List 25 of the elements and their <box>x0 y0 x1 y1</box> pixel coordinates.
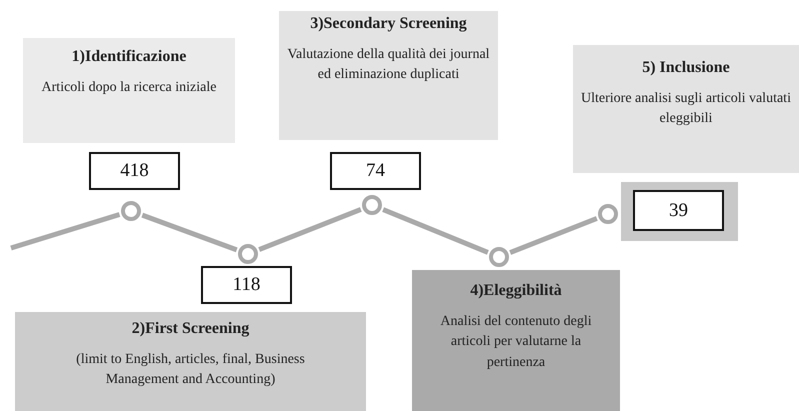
step-card <box>279 11 498 140</box>
count-box: 418 <box>89 152 180 190</box>
step-card <box>573 45 799 173</box>
step-description: Valutazione della qualità dei journal ed eliminazione duplicati <box>287 46 490 84</box>
milestone-circle <box>238 244 258 264</box>
step-heading: 3)Secondary Screening <box>310 15 467 33</box>
step-heading: 5) Inclusione <box>642 59 730 77</box>
count-box: 74 <box>330 152 421 190</box>
milestone-circle <box>598 204 618 224</box>
step-heading: 1)Identificazione <box>72 48 186 66</box>
count-box: 39 <box>633 190 724 231</box>
milestone-circle <box>121 201 141 221</box>
step-description: Articoli dopo la ricerca iniziale <box>42 79 216 97</box>
milestone-circle <box>362 195 382 215</box>
timeline-line <box>10 212 120 250</box>
step-card <box>412 270 620 411</box>
step-description: (limit to English, articles, final, Business Management and Accounting) <box>75 351 306 390</box>
milestone-circle <box>489 247 509 267</box>
step-heading: 4)Eleggibilità <box>470 282 562 300</box>
step-card <box>15 312 366 411</box>
step-heading: 2)First Screening <box>132 320 250 338</box>
timeline-line <box>509 216 598 255</box>
count-box: 118 <box>201 266 292 304</box>
step-description: Analisi del contenuto degli articoli per valutarne la pertinenza <box>439 313 593 372</box>
step-description: Ulteriore analisi sugli articoli valutati eleggibili <box>580 90 792 128</box>
